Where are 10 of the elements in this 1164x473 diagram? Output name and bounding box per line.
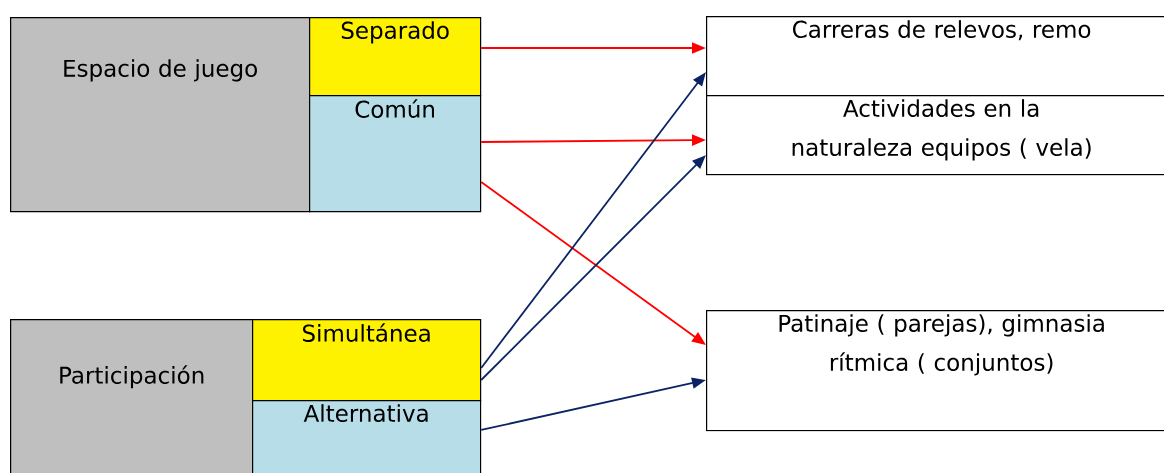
option-cell: Simultánea [252, 319, 482, 402]
option-cell: Común [309, 95, 482, 213]
activity-box: Carreras de relevos, remo [706, 16, 1164, 97]
category-box: Participación [10, 319, 254, 473]
option-cell: Separado [309, 17, 482, 97]
category-box: Espacio de juego [10, 17, 311, 213]
arrow [480, 155, 706, 381]
activity-box: Actividades en la naturaleza equipos ( vela) [706, 95, 1164, 176]
option-cell: Alternativa [252, 400, 482, 473]
activity-box: Patinaje ( parejas), gimnasia rítmica ( conjuntos) [706, 310, 1164, 432]
